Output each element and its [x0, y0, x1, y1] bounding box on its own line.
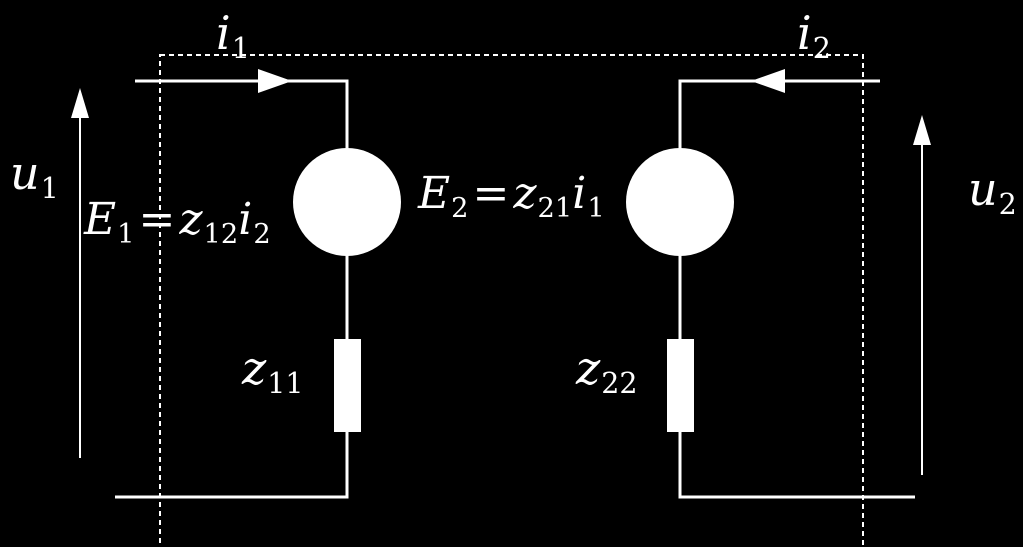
e2-i-subscript: 1 — [587, 192, 605, 224]
e1-i-symbol: i — [238, 194, 253, 245]
label-e1-equation: E1=z12i2 — [84, 198, 271, 248]
label-i1-subscript: 1 — [231, 32, 250, 66]
label-i2-subscript: 2 — [812, 32, 831, 66]
e1-subscript: 1 — [117, 218, 135, 250]
current-arrow-i1 — [258, 69, 292, 93]
e2-equals: = — [472, 168, 510, 219]
label-i1: i1 — [216, 10, 250, 63]
label-u1: u1 — [10, 150, 59, 203]
e2-z-symbol: z — [513, 168, 537, 219]
right-bottom-wire — [678, 432, 915, 499]
label-e2-equation: E2=z21i1 — [418, 172, 605, 222]
label-u2-symbol: u — [968, 162, 998, 216]
label-u1-symbol: u — [10, 146, 40, 200]
e2-subscript: 2 — [451, 192, 469, 224]
label-u2: u2 — [968, 166, 1017, 219]
source-e1 — [293, 148, 401, 256]
label-z11-symbol: z — [242, 341, 267, 395]
label-z22-symbol: z — [576, 341, 601, 395]
impedance-z22 — [667, 339, 694, 432]
voltage-arrow-u1-head — [71, 88, 89, 118]
label-z11: z11 — [242, 345, 304, 398]
e1-equals: = — [138, 194, 176, 245]
e2-symbol: E — [418, 168, 451, 219]
e1-z-symbol: z — [179, 194, 203, 245]
voltage-arrow-u2-head — [913, 115, 931, 145]
e2-i-symbol: i — [572, 168, 587, 219]
e1-symbol: E — [84, 194, 117, 245]
two-port-boundary — [159, 54, 864, 547]
label-i2: i2 — [797, 10, 831, 63]
e2-z-subscript: 21 — [537, 192, 573, 224]
label-i2-symbol: i — [797, 6, 812, 60]
right-top-wire — [678, 79, 880, 150]
e1-i-subscript: 2 — [253, 218, 271, 250]
left-bottom-wire — [115, 432, 349, 499]
label-i1-symbol: i — [216, 6, 231, 60]
label-z22: z22 — [576, 345, 638, 398]
current-arrow-i2 — [751, 69, 785, 93]
impedance-z11 — [334, 339, 361, 432]
label-z22-subscript: 22 — [601, 367, 638, 401]
label-u1-subscript: 1 — [40, 172, 59, 206]
source-e2 — [626, 148, 734, 256]
e1-z-subscript: 12 — [203, 218, 239, 250]
left-top-wire — [135, 79, 349, 150]
label-u2-subscript: 2 — [998, 188, 1017, 222]
label-z11-subscript: 11 — [267, 367, 304, 401]
